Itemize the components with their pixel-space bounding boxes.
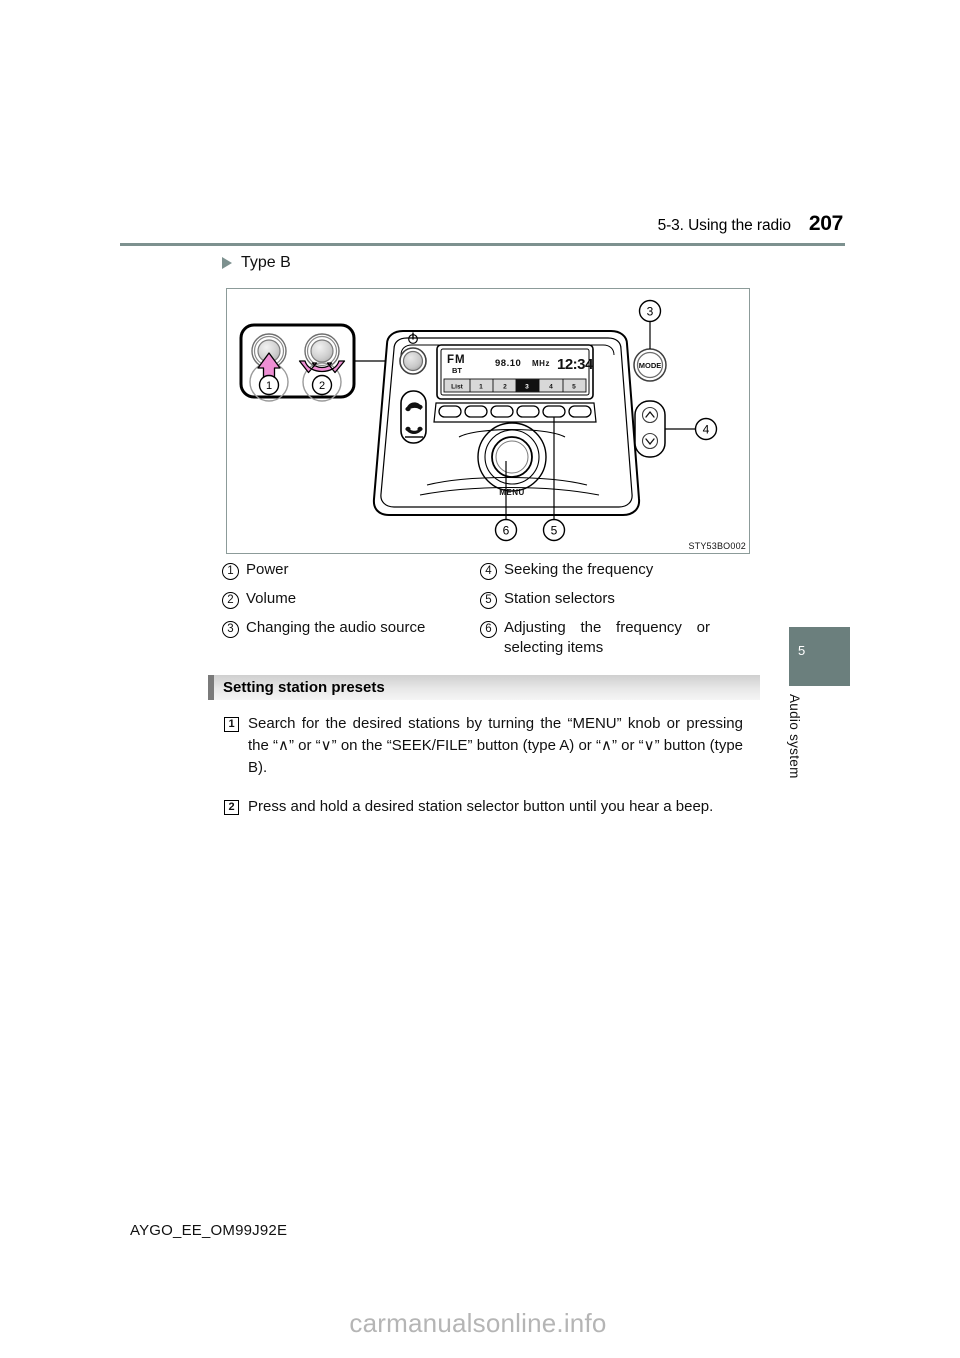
legend-number: 3 <box>222 621 239 638</box>
step-item: 1 Search for the desired stations by tur… <box>224 713 760 779</box>
legend-label: Power <box>246 561 289 578</box>
document-code: AYGO_EE_OM99J92E <box>130 1222 288 1239</box>
menu-knob[interactable]: MENU <box>458 422 566 497</box>
watermark: carmanualsonline.info <box>349 1308 607 1338</box>
mode-button-label: MODE <box>639 361 662 370</box>
figure-legend: 1 Power 2 Volume 3 Changing the audio so… <box>222 560 752 658</box>
figure-code: STY53BO002 <box>688 541 746 551</box>
lcd-bt: BT <box>452 366 462 375</box>
step-number: 2 <box>224 799 239 815</box>
legend-item: 5 Station selectors <box>480 589 752 609</box>
page-header: 5-3. Using the radio 207 <box>120 212 845 252</box>
triangle-right-icon <box>222 257 232 269</box>
lcd-clock: 12:34 <box>557 356 594 373</box>
svg-text:4: 4 <box>549 383 553 390</box>
section-header: Setting station presets <box>208 675 760 700</box>
arrow-rotate-icon <box>298 360 346 374</box>
chevron-up-icon <box>641 406 659 424</box>
legend-label: Volume <box>246 590 297 607</box>
figure-callout-4: 4 <box>665 417 718 441</box>
svg-text:1: 1 <box>479 383 483 390</box>
svg-text:6: 6 <box>503 524 510 538</box>
audio-unit-illustration: 1 2 <box>239 299 718 542</box>
legend-column-right: 4 Seeking the frequency 5 Station select… <box>480 560 752 658</box>
svg-text:3: 3 <box>647 305 654 319</box>
lcd-band: FM <box>447 354 466 366</box>
legend-item: 4 Seeking the frequency <box>480 560 752 580</box>
svg-text:4: 4 <box>703 423 710 437</box>
legend-number: 1 <box>222 563 239 580</box>
setting-station-presets-section: Setting station presets 1 Search for the… <box>208 675 760 835</box>
power-button[interactable] <box>399 332 427 375</box>
legend-number: 6 <box>480 621 497 638</box>
phone-button-group[interactable] <box>400 390 427 444</box>
legend-item: 3 Changing the audio source <box>222 618 480 638</box>
chapter-tab: 5 <box>789 627 850 686</box>
legend-label: Station selectors <box>504 590 615 607</box>
legend-label: Changing the audio source <box>246 619 426 636</box>
legend-number: 4 <box>480 563 497 580</box>
svg-text:List: List <box>451 383 464 390</box>
menu-knob-label: MENU <box>499 488 525 497</box>
svg-text:1: 1 <box>266 380 272 392</box>
chapter-name: Audio system <box>787 694 802 779</box>
header-divider <box>120 243 845 246</box>
svg-text:5: 5 <box>572 383 576 390</box>
figure-callout-5: 5 <box>542 417 566 542</box>
step-number: 1 <box>224 717 239 732</box>
figure-callout-3: 3 <box>638 299 662 349</box>
figure-callout-1: 1 <box>258 374 280 396</box>
legend-label: Adjusting the frequency or selecting ite… <box>504 619 710 656</box>
figure-callout-2: 2 <box>311 374 333 396</box>
audio-unit-figure: 1 2 <box>226 288 750 554</box>
station-selector-buttons[interactable] <box>433 402 597 423</box>
svg-text:3: 3 <box>525 383 529 390</box>
lcd-preset-list: List 1 2 3 4 5 <box>446 379 576 392</box>
mode-button[interactable]: MODE <box>633 348 667 382</box>
step-text: Search for the desired stations by turni… <box>248 715 743 776</box>
svg-text:2: 2 <box>503 383 507 390</box>
legend-item: 1 Power <box>222 560 480 580</box>
page-number: 207 <box>808 212 843 235</box>
type-label-text: Type B <box>241 254 291 271</box>
section-title: Setting station presets <box>223 679 385 696</box>
header-section-title: 5-3. Using the radio <box>657 217 791 234</box>
step-list: 1 Search for the desired stations by tur… <box>208 713 760 818</box>
power-icon <box>408 332 418 344</box>
legend-number: 5 <box>480 592 497 609</box>
lcd-unit: MHz <box>532 359 550 368</box>
legend-column-left: 1 Power 2 Volume 3 Changing the audio so… <box>222 560 480 658</box>
legend-item: 6 Adjusting the frequency or selecting i… <box>480 618 752 658</box>
phone-answer-icon <box>405 402 423 412</box>
phone-hangup-icon <box>405 426 423 438</box>
section-accent-bar <box>208 675 214 700</box>
legend-label: Seeking the frequency <box>504 561 654 578</box>
chapter-number: 5 <box>798 643 806 658</box>
legend-number: 2 <box>222 592 239 609</box>
step-item: 2 Press and hold a desired station selec… <box>224 796 760 818</box>
knob-inset: 1 2 <box>239 323 405 402</box>
chevron-down-icon <box>641 432 659 450</box>
svg-text:5: 5 <box>551 524 558 538</box>
legend-item: 2 Volume <box>222 589 480 609</box>
seek-button-group[interactable] <box>634 400 666 458</box>
figure-callout-6: 6 <box>494 461 518 542</box>
lcd-frequency: 98.10 <box>495 358 521 369</box>
lcd-display: FM BT 98.10 MHz 12:34 List 1 2 3 4 5 <box>436 344 595 400</box>
svg-text:2: 2 <box>319 380 325 392</box>
type-label: Type B <box>222 254 291 272</box>
step-text: Press and hold a desired station selecto… <box>248 797 714 815</box>
header-row: 5-3. Using the radio 207 <box>120 212 845 238</box>
